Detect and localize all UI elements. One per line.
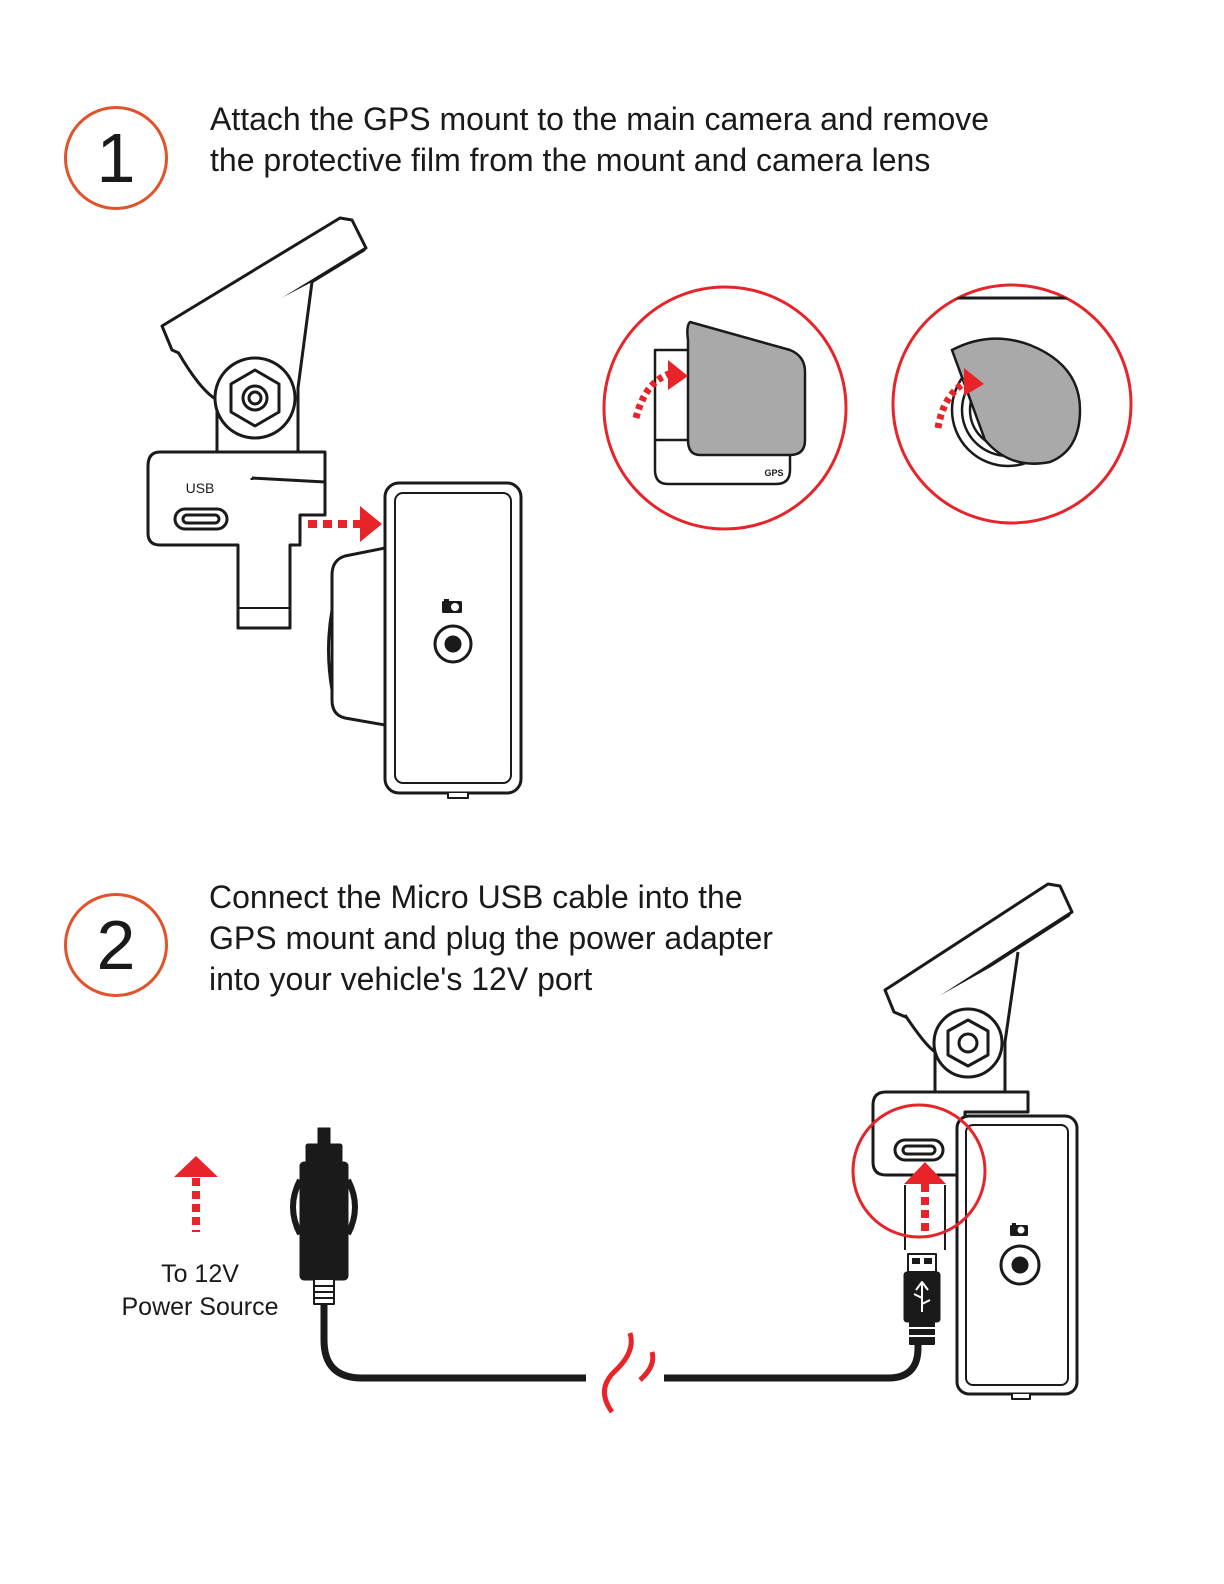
- usb-port-label: USB: [186, 480, 215, 496]
- film-removal-mount-zoom: GPS: [604, 287, 846, 529]
- main-camera-illustration: [329, 483, 522, 798]
- micro-usb-plug: [904, 1254, 940, 1344]
- power-source-line-2: Power Source: [110, 1291, 290, 1324]
- film-removal-lens-zoom: [880, 285, 1150, 523]
- power-direction-arrow: [174, 1156, 218, 1232]
- power-source-label: To 12V Power Source: [110, 1258, 290, 1324]
- car-charger-plug: [293, 1128, 355, 1304]
- gps-mount-label: GPS: [764, 468, 783, 478]
- assembled-camera-illustration: [873, 884, 1077, 1399]
- cable-break-mark: [604, 1333, 652, 1412]
- power-source-line-1: To 12V: [110, 1258, 290, 1291]
